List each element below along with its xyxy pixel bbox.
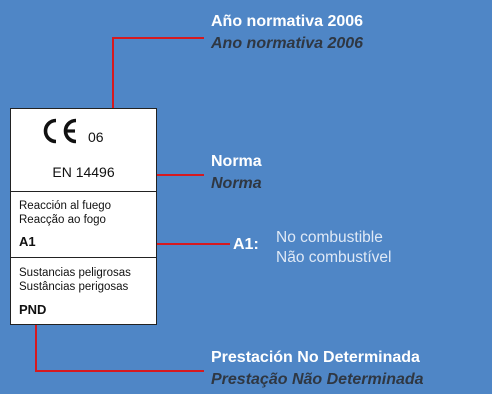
leader-line-year [112,37,204,39]
label-substances-value: PND [19,302,47,317]
label-substances-pt: Sustâncias perigosas [19,281,129,293]
leader-line-pnd [35,370,204,372]
callout-norm-es: Norma [211,153,262,170]
leader-line-norm [134,174,204,176]
callout-pnd-pt: Prestação Não Determinada [211,371,424,388]
ce-section: 06 EN 14496 [11,109,156,192]
ce-label: 06 EN 14496 Reacción al fuego Reacção ao… [10,108,157,325]
substances-section: Sustancias peligrosas Sustâncias perigos… [11,257,156,325]
callout-norm-pt: Norma [211,175,262,192]
leader-line-pnd [35,322,37,372]
label-standard: EN 14496 [52,164,115,180]
ce-mark-icon [43,118,77,144]
label-reaction-es: Reacción al fuego [19,200,112,212]
callout-pnd-es: Prestación No Determinada [211,349,420,366]
label-reaction-class: A1 [19,234,36,249]
callout-class-code: A1: [233,236,259,253]
callout-class-pt: Não combustível [276,249,392,266]
reaction-section: Reacción al fuego Reacção ao fogo A1 [11,191,156,258]
leader-line-year [112,37,114,117]
callout-year-pt: Ano normativa 2006 [211,35,364,52]
label-reaction-pt: Reacção ao fogo [19,214,106,226]
callout-year-es: Año normativa 2006 [211,13,364,30]
label-substances-es: Sustancias peligrosas [19,267,131,279]
callout-class-es: No combustible [276,229,383,246]
label-year: 06 [88,129,104,145]
